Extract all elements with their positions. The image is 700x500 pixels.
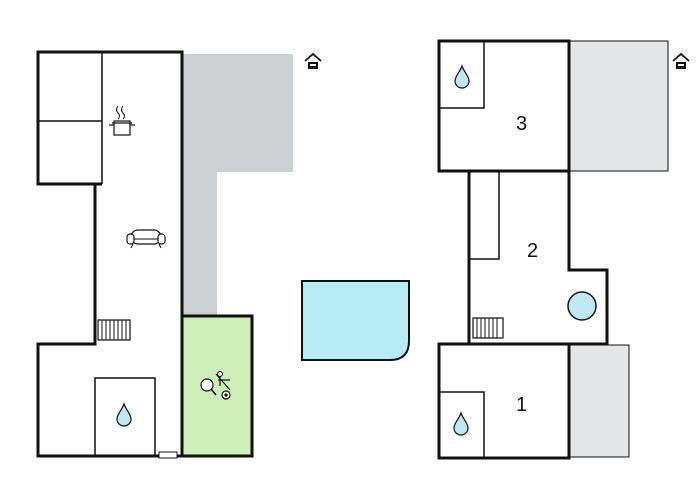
room-1-number: 1	[516, 394, 527, 416]
house-entrance-icon	[304, 52, 322, 69]
water-drop-icon	[116, 402, 132, 427]
terrace-area	[183, 54, 293, 316]
room-3	[437, 39, 571, 173]
room-2	[467, 171, 609, 346]
room-2-number: 2	[527, 240, 538, 262]
room-2-closet	[469, 170, 500, 260]
round-bathtub-icon	[567, 291, 597, 321]
bathroom-wall	[94, 377, 156, 456]
games-room-wall	[182, 314, 254, 458]
water-drop-icon	[453, 411, 469, 436]
sofa-icon	[126, 229, 166, 249]
room-3-number: 3	[516, 113, 527, 135]
cooking-pot-icon	[109, 105, 135, 136]
room-1-bathroom	[438, 391, 485, 459]
room-1	[437, 342, 571, 460]
outer-wall	[36, 50, 184, 458]
water-drop-icon	[454, 64, 470, 89]
upper-floor-plan: 3 2 1	[437, 39, 690, 460]
upper-terrace-bottom	[568, 344, 630, 458]
staircase-icon	[97, 319, 131, 341]
entrance-threshold	[158, 451, 178, 459]
house-entrance-icon	[672, 52, 690, 69]
upper-terrace-top	[568, 40, 669, 172]
ground-floor-plan	[36, 50, 322, 459]
table-tennis-billiards-icon	[200, 371, 231, 400]
staircase-icon	[472, 317, 504, 339]
games-room	[183, 316, 252, 456]
room-3-bathroom	[438, 40, 485, 109]
swimming-pool	[301, 280, 410, 361]
